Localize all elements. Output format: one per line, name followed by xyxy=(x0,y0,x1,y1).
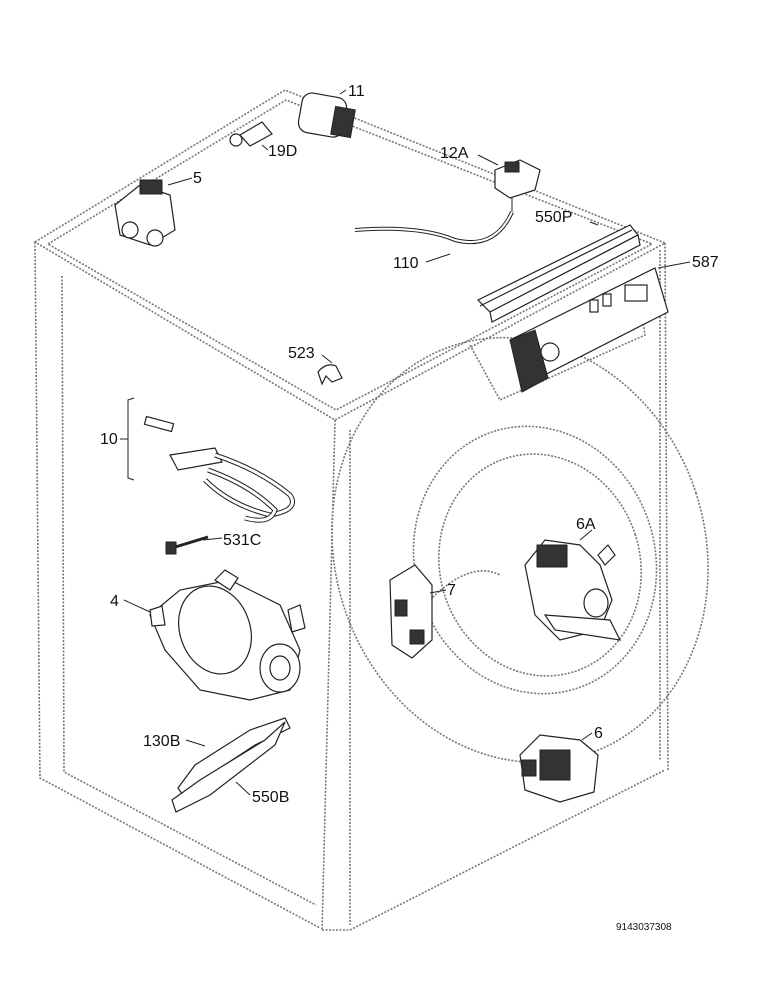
capacitor-part xyxy=(297,89,356,139)
heater-group-bracket xyxy=(120,397,135,481)
heating-element-part xyxy=(143,415,295,523)
label-10: 10 xyxy=(100,431,118,448)
motor-part xyxy=(149,569,306,701)
label-550b: 550B xyxy=(252,789,289,806)
suppressor-part xyxy=(229,121,273,147)
electronic-module-part xyxy=(509,267,669,393)
drawing-code: 9143037308 xyxy=(616,922,672,933)
label-6: 6 xyxy=(594,725,603,742)
label-130b: 130B xyxy=(143,733,180,750)
label-523: 523 xyxy=(288,345,315,362)
label-531c: 531C xyxy=(223,532,261,549)
label-19d: 19D xyxy=(268,143,297,160)
bolt-part xyxy=(165,535,209,555)
pressure-switch-part xyxy=(494,159,541,212)
label-587: 587 xyxy=(692,254,719,271)
label-11: 11 xyxy=(348,83,365,100)
drain-pump-part xyxy=(524,539,622,641)
clip-part xyxy=(317,364,343,386)
control-panel-strip-part xyxy=(476,224,641,323)
pump-part xyxy=(519,734,599,803)
hinge-part xyxy=(171,717,291,813)
inlet-valve-part xyxy=(114,179,176,247)
label-7: 7 xyxy=(447,582,456,599)
label-5: 5 xyxy=(193,170,202,187)
label-12a: 12A xyxy=(440,145,469,162)
label-6a: 6A xyxy=(576,516,596,533)
label-550p: 550P xyxy=(535,209,572,226)
cabinet-outline xyxy=(33,89,709,931)
pressure-hose-part xyxy=(354,211,514,245)
door-lock-part xyxy=(389,564,433,659)
label-110: 110 xyxy=(393,255,419,272)
label-4: 4 xyxy=(110,593,119,610)
